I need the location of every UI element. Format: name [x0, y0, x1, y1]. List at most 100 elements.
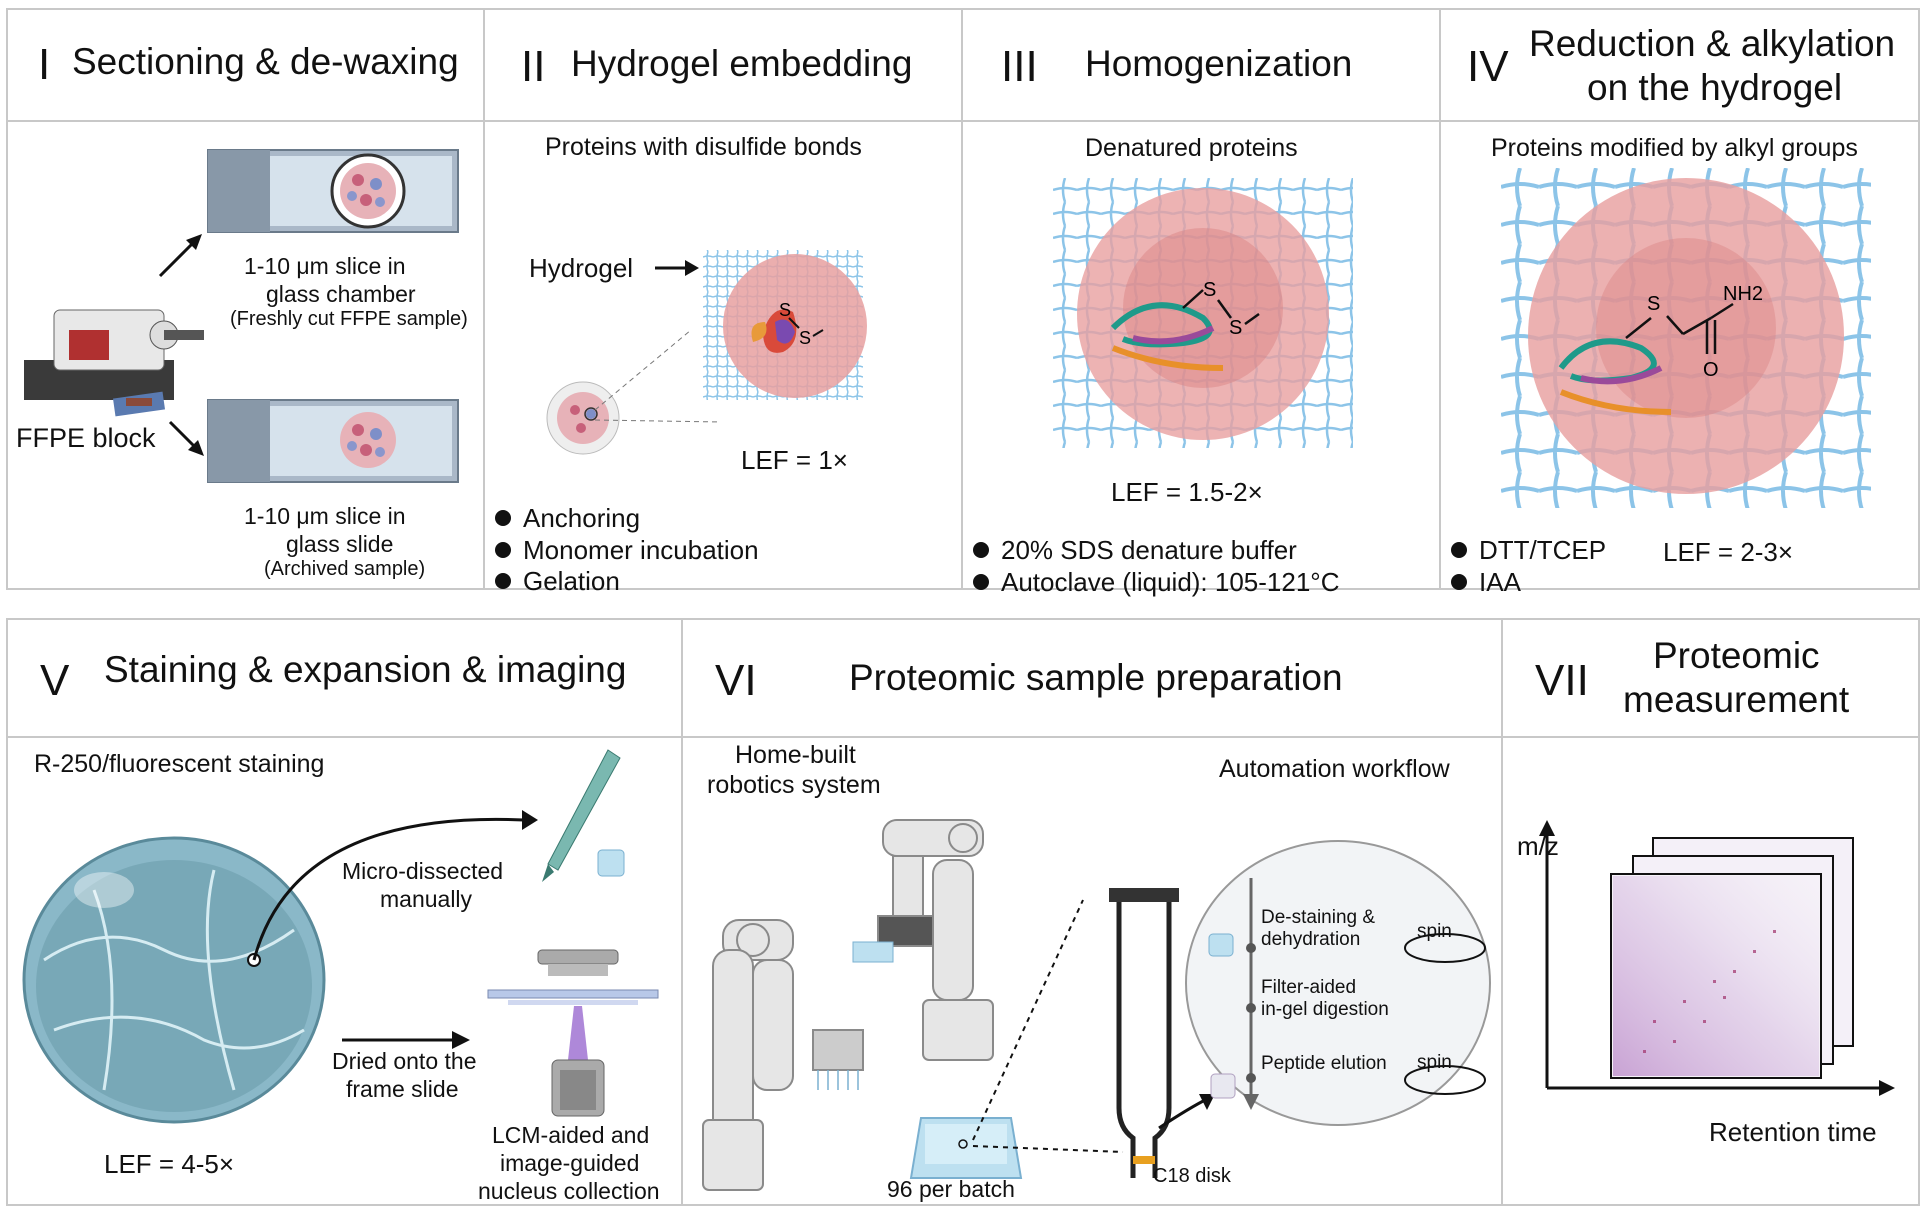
expanded-gel-illustration	[22, 836, 326, 1124]
tissue-dish-illustration	[546, 329, 722, 455]
ms-heatmap-stack	[1539, 820, 1895, 1096]
panel-hydrogel-embedding: II Hydrogel embedding Proteins with disu…	[483, 8, 963, 596]
slice-label-2c: (Archived sample)	[264, 558, 426, 580]
batch-label: 96 per batch	[887, 1176, 1015, 1202]
bullet-text: Gelation	[523, 566, 620, 596]
robot-label-2: robotics system	[707, 771, 881, 799]
sulfur-label-2: S	[1229, 317, 1242, 339]
panel-header: III Homogenization	[963, 10, 1439, 122]
bullet-item: Monomer incubation	[495, 534, 759, 566]
microtome-icon	[24, 309, 204, 417]
panel-proteomic-measurement: VII Proteomic measurement m/z Retention …	[1501, 618, 1920, 1206]
workflow-circle	[1185, 840, 1491, 1126]
panel-title-line-1: Proteomic	[1653, 635, 1820, 676]
micro-dissected-label-1: Micro-dissected	[342, 858, 504, 884]
panel-subtitle: Proteins modified by alkyl groups	[1491, 134, 1858, 162]
slice-label-1: 1-10 μm slice in	[244, 253, 406, 279]
workflow-label: Automation workflow	[1219, 755, 1450, 783]
panel-number: IV	[1467, 42, 1509, 91]
slice-label-2: 1-10 μm slice in	[244, 503, 406, 529]
spin-label-2: spin	[1417, 1052, 1452, 1073]
amine-label: NH2	[1723, 283, 1763, 305]
sulfur-label-1: S	[1203, 279, 1216, 301]
x-axis-label: Retention time	[1709, 1117, 1877, 1147]
panel-header: II Hydrogel embedding	[485, 10, 961, 122]
sulfur-label-2: S	[799, 328, 811, 348]
slice-label-2b: glass slide	[286, 531, 394, 557]
panel-number: III	[1001, 42, 1038, 91]
bullet-item: Gelation	[495, 565, 620, 597]
panel-proteomic-sample-prep: VI Proteomic sample preparation Home-bui…	[681, 618, 1503, 1206]
c18-disk-label: C18 disk	[1153, 1165, 1231, 1187]
panel-homogenization: III Homogenization Denatured proteins S …	[961, 8, 1441, 597]
lef-label: LEF = 2-3×	[1663, 537, 1794, 567]
bullet-dot-icon	[1451, 574, 1467, 591]
panel-subtitle: Proteins with disulfide bonds	[545, 133, 862, 161]
hydrogel-mesh-illustration: S S	[703, 250, 867, 400]
step-1-label-b: dehydration	[1261, 929, 1361, 950]
bullet-item: Autoclave (liquid): 105-121°C	[973, 566, 1339, 598]
arrow-right-icon	[342, 1031, 470, 1049]
panel-header: VI Proteomic sample preparation	[683, 620, 1501, 738]
dried-label-2: frame slide	[346, 1076, 459, 1102]
lef-label: LEF = 4-5×	[104, 1149, 235, 1179]
panel-title: Hydrogel embedding	[571, 43, 913, 84]
slice-label-1c: (Freshly cut FFPE sample)	[230, 308, 468, 330]
bullet-item: DTT/TCEP	[1451, 534, 1606, 566]
micro-dissected-label-2: manually	[380, 886, 473, 912]
panel-number: I	[38, 40, 51, 89]
bullet-item: Anchoring	[495, 502, 640, 534]
arrow-down-icon	[168, 420, 204, 456]
bullet-dot-icon	[973, 542, 989, 559]
bullet-text: IAA	[1479, 567, 1521, 597]
bullet-dot-icon	[495, 542, 511, 559]
panel-title-line-2: measurement	[1623, 679, 1850, 720]
step-3-label: Peptide elution	[1261, 1053, 1387, 1074]
panel-number: VII	[1535, 656, 1589, 705]
bullet-dot-icon	[1451, 542, 1467, 559]
bullet-text: Anchoring	[523, 503, 641, 533]
bullet-text: Monomer incubation	[523, 535, 759, 565]
oxygen-label: O	[1703, 359, 1719, 381]
ffpe-block-label: FFPE block	[16, 423, 156, 453]
curved-arrow-icon	[252, 810, 538, 961]
well-plate-icon	[909, 1117, 1023, 1179]
bullet-text: DTT/TCEP	[1479, 535, 1607, 565]
bullet-dot-icon	[495, 510, 511, 527]
panel-staining-expansion: V Staining & expansion & imaging R-250/f…	[6, 618, 683, 1206]
robotic-arm-icon	[702, 819, 994, 1191]
dried-label-1: Dried onto the	[332, 1048, 477, 1074]
panel-number: V	[40, 656, 70, 705]
arrow-up-icon	[158, 234, 202, 278]
panel-title-line-2: on the hydrogel	[1587, 67, 1843, 108]
spin-label-1: spin	[1417, 921, 1452, 942]
panel-header: I Sectioning & de-waxing	[8, 10, 483, 122]
denatured-protein-illustration: S S	[1053, 178, 1353, 448]
robot-label-1: Home-built	[735, 741, 856, 769]
step-2-label-b: in-gel digestion	[1261, 999, 1389, 1020]
panel-number: VI	[715, 656, 757, 705]
panel-title: Homogenization	[1085, 43, 1353, 84]
spin-column-icon	[1109, 888, 1215, 1178]
step-2-label-a: Filter-aided	[1261, 977, 1357, 998]
panel-header: VII Proteomic measurement	[1503, 620, 1918, 738]
sulfur-label: S	[1647, 293, 1660, 315]
arrow-right-icon	[655, 260, 699, 276]
bullet-dot-icon	[973, 574, 989, 591]
panel-title: Staining & expansion & imaging	[104, 649, 627, 690]
bullet-item: 20% SDS denature buffer	[973, 534, 1297, 566]
panel-header: IV Reduction & alkylation on the hydroge…	[1441, 10, 1918, 122]
dotted-connector	[972, 899, 1124, 1153]
hydrogel-label: Hydrogel	[529, 253, 634, 283]
lef-label: LEF = 1.5-2×	[1111, 477, 1263, 507]
bullet-item: IAA	[1451, 566, 1521, 598]
glass-chamber-illustration	[207, 149, 459, 233]
panel-title: Proteomic sample preparation	[849, 657, 1343, 698]
panel-subtitle: Denatured proteins	[1085, 134, 1298, 162]
panel-header: V Staining & expansion & imaging	[8, 620, 681, 738]
panel-sectioning: I Sectioning & de-waxing 1-10 μm slice i…	[6, 8, 485, 590]
panel-title-line-1: Reduction & alkylation	[1529, 23, 1896, 64]
bullet-text: 20% SDS denature buffer	[1001, 535, 1297, 565]
panel-number: II	[521, 42, 546, 91]
alkylated-protein-illustration: S NH2 O	[1501, 168, 1871, 508]
